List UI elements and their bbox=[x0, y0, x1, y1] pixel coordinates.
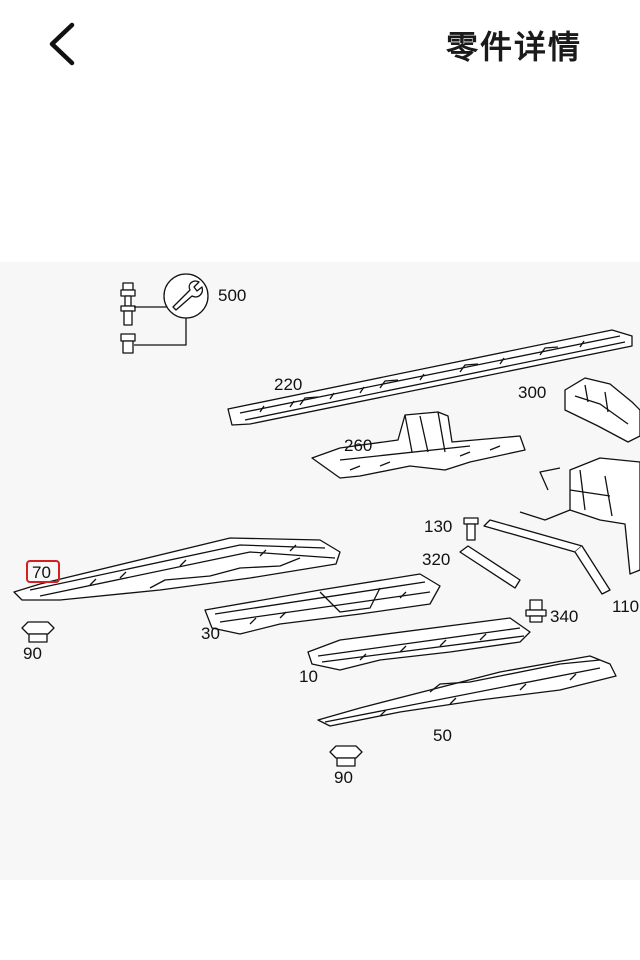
callout-50[interactable]: 50 bbox=[433, 726, 452, 745]
callout-500[interactable]: 500 bbox=[218, 286, 246, 305]
callout-220[interactable]: 220 bbox=[274, 375, 302, 394]
callout-300[interactable]: 300 bbox=[518, 383, 546, 402]
callout-10[interactable]: 10 bbox=[299, 667, 318, 686]
part-260-crossmember[interactable] bbox=[311, 411, 526, 479]
callout-70[interactable]: 70 bbox=[32, 563, 51, 582]
part-320-strip[interactable] bbox=[459, 519, 611, 595]
part-300-bracket[interactable] bbox=[564, 377, 640, 443]
back-button[interactable] bbox=[36, 18, 88, 70]
callout-130[interactable]: 130 bbox=[424, 517, 452, 536]
callout-30[interactable]: 30 bbox=[201, 624, 220, 643]
part-90-nut-left[interactable] bbox=[21, 621, 55, 643]
page-title: 零件详情 bbox=[446, 28, 583, 66]
callout-340[interactable]: 340 bbox=[550, 607, 578, 626]
part-10-floor-panel[interactable] bbox=[307, 617, 531, 671]
callout-260[interactable]: 260 bbox=[344, 436, 372, 455]
part-50-sill[interactable] bbox=[317, 655, 617, 727]
part-220-rail[interactable] bbox=[227, 329, 633, 426]
callout-90-bottom[interactable]: 90 bbox=[334, 768, 353, 787]
parts-diagram: 500 220 300 260 130 320 110 340 70 90 30… bbox=[0, 262, 640, 880]
part-30-floor-panel[interactable] bbox=[204, 573, 441, 635]
part-130-bolt[interactable] bbox=[463, 517, 479, 541]
top-bar: 零件详情 bbox=[0, 0, 640, 90]
part-110-side-structure[interactable] bbox=[519, 457, 640, 575]
callout-320[interactable]: 320 bbox=[422, 550, 450, 569]
part-90-nut-bottom[interactable] bbox=[329, 745, 363, 767]
callout-110[interactable]: 110 bbox=[612, 597, 639, 616]
part-70-sill[interactable] bbox=[13, 537, 341, 601]
part-340-bolt[interactable] bbox=[525, 599, 547, 623]
chevron-left-icon bbox=[49, 22, 75, 66]
callout-90-left[interactable]: 90 bbox=[23, 644, 42, 663]
selected-part-highlight bbox=[26, 560, 60, 583]
part-500-fastener-set[interactable] bbox=[120, 273, 209, 354]
